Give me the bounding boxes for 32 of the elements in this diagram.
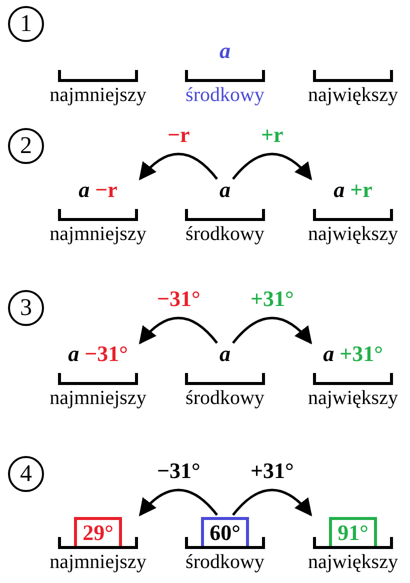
curved-arrow (232, 152, 312, 180)
slot-label: środkowy (184, 223, 266, 246)
math-expression: a (165, 341, 285, 367)
math-expression: a −31° (38, 341, 158, 367)
math-expression: a (165, 177, 285, 203)
slot-label: środkowy (184, 84, 266, 107)
step-number-circle: 1 (8, 6, 44, 42)
value-box: 60° (201, 517, 249, 549)
math-expression: a +r (293, 177, 410, 203)
curved-arrow (232, 488, 312, 516)
step-number-circle: 3 (8, 290, 44, 326)
slot-label: najmniejszy (48, 551, 148, 574)
curved-arrow (138, 152, 218, 180)
slot-label: najmniejszy (48, 84, 148, 107)
math-expression: a +31° (293, 341, 410, 367)
math-expression: a −r (38, 177, 158, 203)
curved-arrow (232, 316, 312, 344)
curved-arrow (138, 316, 218, 344)
slot-label: najmniejszy (48, 223, 148, 246)
slot-label: największy (307, 551, 399, 574)
value-box: 91° (329, 517, 377, 549)
slot-label: środkowy (184, 551, 266, 574)
slot-label: najmniejszy (48, 387, 148, 410)
slot-label: największy (307, 84, 399, 107)
step-number-circle: 4 (8, 456, 44, 492)
value-box: 29° (74, 517, 122, 549)
slot-label: największy (307, 223, 399, 246)
curved-arrow (138, 488, 218, 516)
math-expression: a (165, 38, 285, 64)
step-number-circle: 2 (8, 128, 44, 164)
slot-label: środkowy (184, 387, 266, 410)
slot-label: największy (307, 387, 399, 410)
